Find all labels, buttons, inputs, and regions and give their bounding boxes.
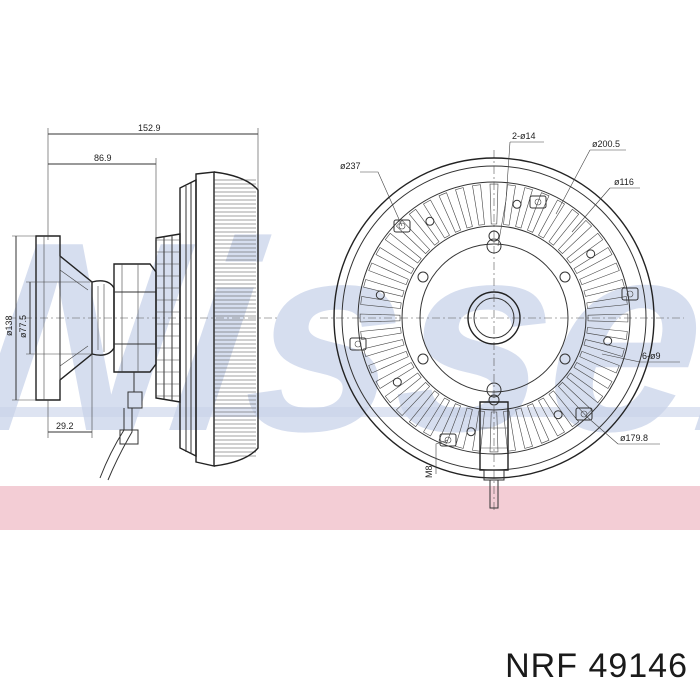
lug-hole xyxy=(580,410,588,418)
rib xyxy=(538,199,565,239)
rib xyxy=(438,192,461,233)
bolt-hole xyxy=(488,230,500,242)
lug xyxy=(393,219,411,233)
rib xyxy=(587,313,629,323)
outer-hole xyxy=(553,410,563,420)
outer-hole xyxy=(466,427,476,437)
rib xyxy=(375,362,415,389)
lug-hole xyxy=(626,290,634,298)
rib xyxy=(489,411,499,453)
rib xyxy=(368,262,409,285)
rib xyxy=(548,208,580,246)
rib xyxy=(472,410,485,452)
dim-hub-length: 86.9 xyxy=(94,153,112,163)
front-view: ø237 2-ø14 ø200.5 ø116 6-ø9 ø179.8 M8 xyxy=(320,131,684,512)
rib xyxy=(586,296,628,309)
rib xyxy=(515,187,533,229)
rib xyxy=(363,279,405,297)
rib xyxy=(423,397,450,437)
rib xyxy=(583,279,625,297)
rib xyxy=(557,381,593,417)
bolt-hole xyxy=(559,353,571,365)
lug-hole xyxy=(398,222,406,230)
rib xyxy=(566,232,604,264)
dim-dia-outer: ø138 xyxy=(4,315,14,336)
pin-hole xyxy=(486,382,502,398)
rib xyxy=(573,362,613,389)
rib xyxy=(583,339,625,357)
dim-holes-9: 6-ø9 xyxy=(642,351,661,361)
rib xyxy=(489,183,499,225)
dim-dia-inner: ø77.5 xyxy=(18,315,28,338)
dim-thread: M8 xyxy=(424,465,434,478)
rib xyxy=(438,403,461,444)
bolt-holes xyxy=(349,195,639,447)
dim-dia-200: ø200.5 xyxy=(592,139,620,149)
rib xyxy=(579,351,620,374)
rib xyxy=(363,339,405,357)
rib xyxy=(527,192,550,233)
lug xyxy=(439,433,457,447)
rib xyxy=(360,327,402,340)
rib xyxy=(566,372,604,404)
bolt-hole xyxy=(417,353,429,365)
rib xyxy=(359,313,401,323)
dim-dia-116: ø116 xyxy=(614,177,634,187)
cooling-fins xyxy=(156,179,256,457)
outer-hole xyxy=(425,216,435,226)
pin-hole xyxy=(486,238,502,254)
rib xyxy=(384,372,422,404)
lug xyxy=(349,337,367,351)
rib xyxy=(538,397,565,437)
watermark-logo: Nissens xyxy=(0,186,700,488)
lug-hole xyxy=(354,340,362,348)
bolt-hole xyxy=(417,271,429,283)
outer-hole xyxy=(603,336,613,346)
side-view: 152.9 86.9 29.2 ø138 ø77.5 xyxy=(4,123,280,481)
rib xyxy=(408,208,440,246)
rib xyxy=(360,296,402,309)
background-band xyxy=(0,486,700,530)
rib xyxy=(423,199,450,239)
lug-hole xyxy=(534,198,542,206)
radial-ribs xyxy=(359,183,629,453)
bolt-hole xyxy=(559,271,571,283)
rib xyxy=(408,390,440,428)
dim-dia-179: ø179.8 xyxy=(620,433,648,443)
dim-holes-14: 2-ø14 xyxy=(512,131,536,141)
lug-hole xyxy=(444,436,452,444)
rib xyxy=(573,247,613,274)
bolt-hole xyxy=(488,394,500,406)
brand-code: NRF 49146 xyxy=(505,647,688,685)
rib xyxy=(515,407,533,449)
rib xyxy=(395,381,431,417)
dim-overall-length: 152.9 xyxy=(138,123,161,133)
rib xyxy=(384,232,422,264)
outer-hole xyxy=(512,199,522,209)
rib xyxy=(586,327,628,340)
rib xyxy=(579,262,620,285)
outer-hole xyxy=(586,249,596,259)
rib xyxy=(455,187,473,229)
dim-flange-offset: 29.2 xyxy=(56,421,74,431)
rib xyxy=(557,219,593,255)
lug xyxy=(621,287,639,301)
rib xyxy=(455,407,473,449)
outer-hole xyxy=(375,290,385,300)
rib xyxy=(472,184,485,226)
dim-dia-237: ø237 xyxy=(340,161,361,171)
lug xyxy=(529,195,547,209)
rib xyxy=(548,390,580,428)
rib xyxy=(375,247,415,274)
outer-hole xyxy=(392,377,402,387)
rib xyxy=(368,351,409,374)
rib xyxy=(527,403,550,444)
lug xyxy=(575,407,593,421)
